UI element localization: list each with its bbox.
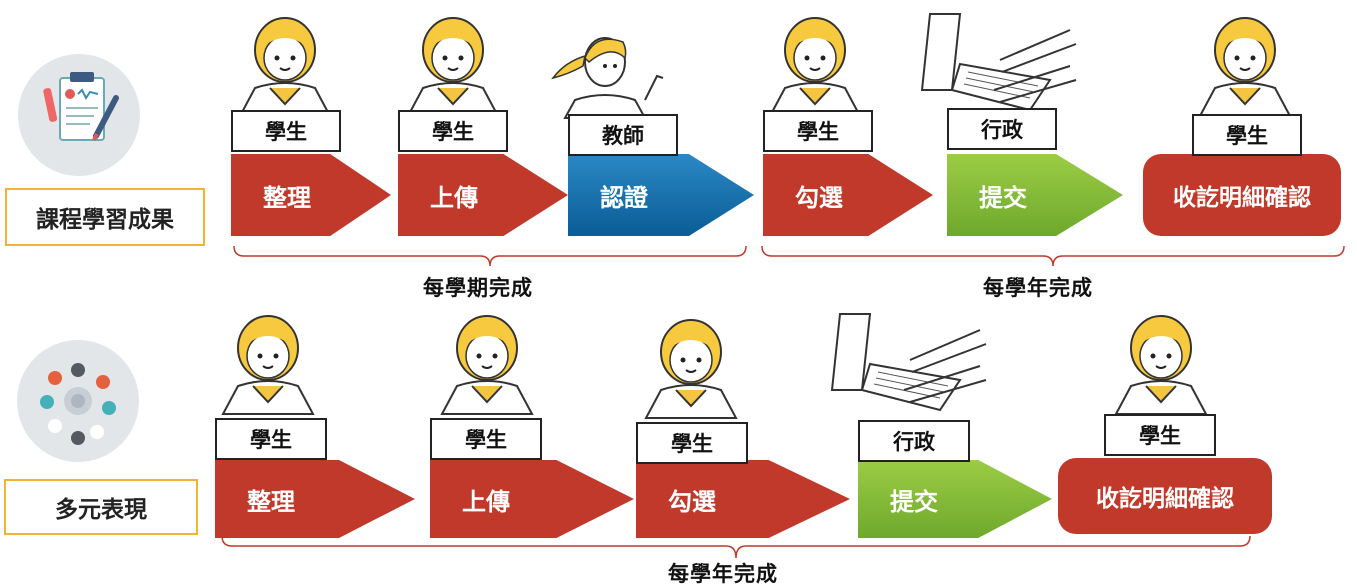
step-arrow-submit: 提交	[947, 154, 1123, 236]
network-dots-icon	[17, 340, 139, 462]
period-bracket	[221, 535, 1251, 559]
step-arrow-submit: 提交	[858, 460, 1052, 538]
laptop-typing-icon	[920, 13, 1077, 112]
student-icon	[238, 17, 332, 117]
step-arrow-certify: 認證	[568, 154, 754, 236]
role-box: 學生	[430, 418, 542, 460]
student-icon	[1114, 315, 1208, 415]
period-bracket	[233, 245, 747, 267]
student-icon	[644, 319, 738, 419]
step-arrow-select: 勾選	[636, 460, 850, 538]
role-box: 學生	[1104, 414, 1216, 456]
student-icon	[406, 17, 500, 117]
role-box: 學生	[763, 110, 873, 152]
category-label-diverse: 多元表現	[4, 479, 198, 535]
step-arrow-organize: 整理	[231, 154, 391, 236]
student-icon	[221, 315, 315, 415]
clipboard-icon	[18, 54, 140, 176]
period-label-semester: 每學期完成	[423, 276, 533, 300]
role-box: 行政	[858, 420, 970, 462]
student-icon	[440, 315, 534, 415]
step-arrow-select: 勾選	[763, 154, 933, 236]
step-confirm-receipt: 收訖明細確認	[1058, 458, 1272, 534]
step-arrow-upload: 上傳	[430, 460, 634, 538]
step-arrow-organize: 整理	[215, 460, 415, 538]
role-box: 教師	[568, 114, 678, 156]
teacher-icon	[551, 37, 664, 119]
period-label-year: 每學年完成	[983, 276, 1093, 300]
student-icon	[1198, 17, 1292, 117]
laptop-typing-icon	[830, 313, 987, 412]
student-icon	[768, 17, 862, 117]
role-box: 行政	[947, 108, 1057, 150]
category-label-course: 課程學習成果	[5, 188, 205, 246]
role-box: 學生	[1192, 114, 1302, 156]
period-bracket	[761, 245, 1345, 267]
step-confirm-receipt: 收訖明細確認	[1143, 154, 1341, 236]
role-box: 學生	[231, 110, 341, 152]
period-label-year: 每學年完成	[668, 562, 778, 586]
role-box: 學生	[636, 422, 748, 464]
role-box: 學生	[398, 110, 508, 152]
role-box: 學生	[215, 418, 327, 460]
step-arrow-upload: 上傳	[398, 154, 568, 236]
